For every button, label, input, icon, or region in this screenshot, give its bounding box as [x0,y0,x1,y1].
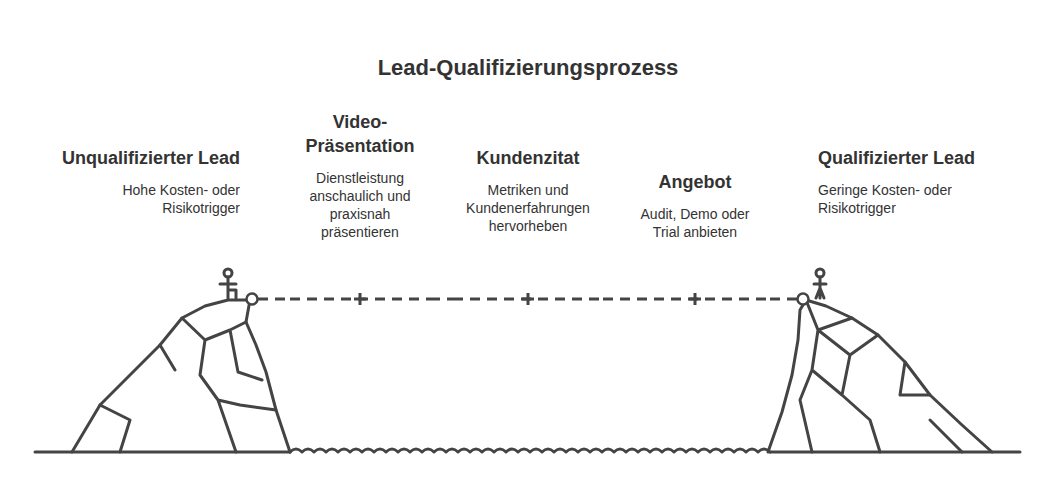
water-line [290,449,770,452]
stage-description: Dienstleistung anschaulich und praxisnah… [301,169,419,241]
stick-figure [220,269,236,298]
anchor-point [247,294,258,305]
dashed-connector [770,298,797,301]
path-marker [290,291,430,307]
stage-heading: Qualifizierter Lead [818,146,1007,170]
dashed-connector [258,298,290,301]
stage-heading: Unqualifizierter Lead [60,146,240,170]
stick-figure [814,269,826,298]
stage-heading: Video-Präsentation [301,110,419,158]
stage-marker [689,293,701,305]
anchor-point [798,294,809,305]
path-marker [60,291,258,307]
lead-cliff: Qualifizierter LeadGeringe Kosten- oder … [797,146,1007,307]
dashed-connector [603,298,620,301]
stage-description: Geringe Kosten- oder Risikotrigger [818,181,988,217]
stage-description: Metriken und Kundenerfahrungen hervorheb… [453,181,603,235]
left-cliff-detail [100,318,276,452]
process-stage: KundenzitatMetriken und Kundenerfahrunge… [453,146,603,307]
stage-description: Audit, Demo oder Trial anbieten [630,205,760,241]
process-stage: Video-PräsentationDienstleistung anschau… [290,110,430,307]
stage-description: Hohe Kosten- oder Risikotrigger [60,181,240,217]
stage-heading: Kundenzitat [453,146,603,170]
path-marker [453,291,603,307]
stage-heading: Angebot [620,170,770,194]
path-marker [797,291,1007,307]
process-stage: AngebotAudit, Demo oder Trial anbieten [620,170,770,307]
diagram-title: Lead-Qualifizierungsprozess [0,54,1056,82]
lead-cliff: Unqualifizierter LeadHohe Kosten- oder R… [60,146,258,307]
left-cliff [72,300,290,452]
path-marker [620,291,770,307]
dashed-connector [430,298,453,301]
stage-marker [354,293,366,305]
right-cliff-detail [800,300,962,452]
stage-marker [522,293,534,305]
right-cliff [768,300,992,452]
